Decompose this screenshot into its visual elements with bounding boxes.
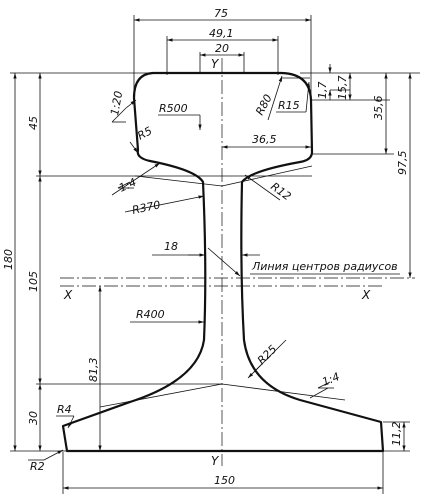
right-dimensions: 97,5 35,6 15,7 1,7 11,2 — [300, 64, 420, 452]
radius-r370: R370 — [131, 198, 162, 217]
radius-r5: R5 — [135, 124, 154, 142]
dim-height-35-6: 35,6 — [372, 96, 385, 121]
radius-r2: R2 — [30, 460, 45, 473]
radius-r25: R25 — [255, 343, 279, 367]
radius-leaders: R500 R80 R15 R5 R12 R370 R400 R25 R4 R2 — [28, 75, 311, 473]
dim-base-150: 150 — [214, 474, 235, 487]
x-axis-label-right: X — [361, 288, 371, 302]
dim-height-11-2: 11,2 — [390, 422, 403, 447]
radius-r400: R400 — [136, 308, 165, 321]
dim-height-15-7: 15,7 — [336, 76, 349, 101]
dim-height-105: 105 — [27, 271, 40, 292]
y-axis-label-bottom: Y — [211, 454, 220, 468]
radius-r80: R80 — [253, 92, 275, 117]
x-axis-label-left: X — [63, 288, 73, 302]
dim-width-49-1: 49,1 — [209, 27, 234, 40]
dim-web-18: 18 — [164, 240, 178, 253]
rail-profile-outline — [61, 71, 385, 453]
slope-foot-1-4: 1:4 — [320, 370, 341, 389]
radius-centers-note: Линия центров радиусов — [207, 247, 400, 277]
dim-width-20: 20 — [215, 42, 229, 55]
radius-r15: R15 — [278, 99, 300, 112]
dim-width-75: 75 — [214, 7, 228, 20]
inner-dimensions: 36,5 18 — [152, 133, 311, 257]
note-radius-centers: Линия центров радиусов — [251, 260, 398, 273]
dim-height-81-3: 81,3 — [87, 358, 100, 383]
top-dimensions: 75 49,1 20 — [133, 7, 312, 100]
dim-height-180: 180 — [2, 249, 15, 270]
dim-height-45: 45 — [27, 116, 40, 130]
dim-height-1-7: 1,7 — [316, 82, 329, 100]
radius-r12: R12 — [268, 180, 293, 203]
slope-head-1-20: 1:20 — [108, 90, 125, 117]
dim-head-36-5: 36,5 — [252, 133, 277, 146]
radius-r500: R500 — [159, 102, 188, 115]
radius-r4: R4 — [57, 403, 72, 416]
y-axis-label-top: Y — [211, 57, 220, 71]
construction-lines — [99, 77, 346, 408]
dim-height-97-5: 97,5 — [396, 151, 409, 176]
left-dimensions: 180 45 105 30 81,3 — [2, 72, 150, 452]
slope-underhead-1-4: 1:4 — [117, 176, 138, 195]
bottom-dimension: 150 — [62, 452, 384, 494]
dim-height-30: 30 — [27, 411, 40, 425]
